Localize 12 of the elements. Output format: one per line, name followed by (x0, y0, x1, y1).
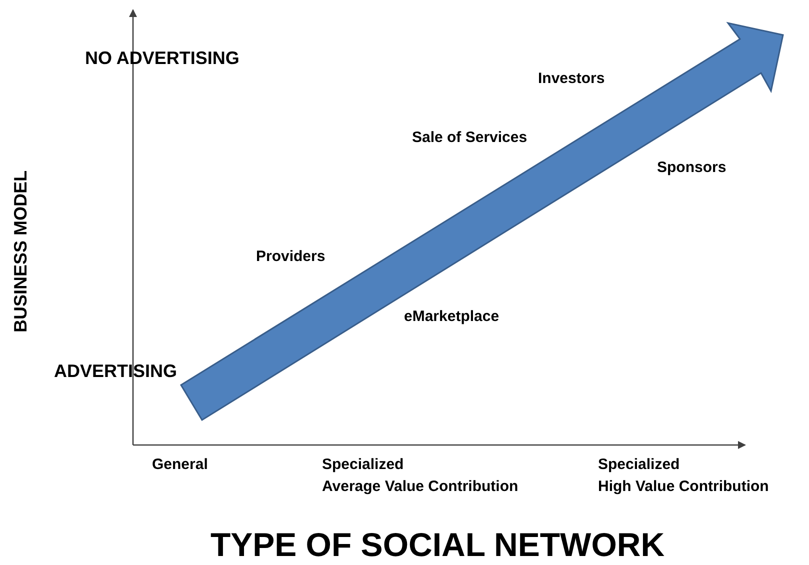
region-label: Investors (538, 70, 605, 89)
region-label: Providers (256, 248, 326, 267)
region-label: Sponsors (657, 159, 726, 178)
axis-title: TYPE OF SOCIAL NETWORK (209, 528, 666, 561)
category-label: General (152, 456, 208, 475)
region-label: eMarketplace (404, 308, 500, 327)
region-label: Sale of Services (412, 129, 528, 148)
category-label: Average Value Contribution (322, 478, 518, 497)
category-label: Specialized (598, 456, 680, 475)
category-label: High Value Contribution (598, 478, 769, 497)
axis-title: BUSINESS MODEL (10, 168, 32, 334)
category-label: Specialized (322, 456, 404, 475)
